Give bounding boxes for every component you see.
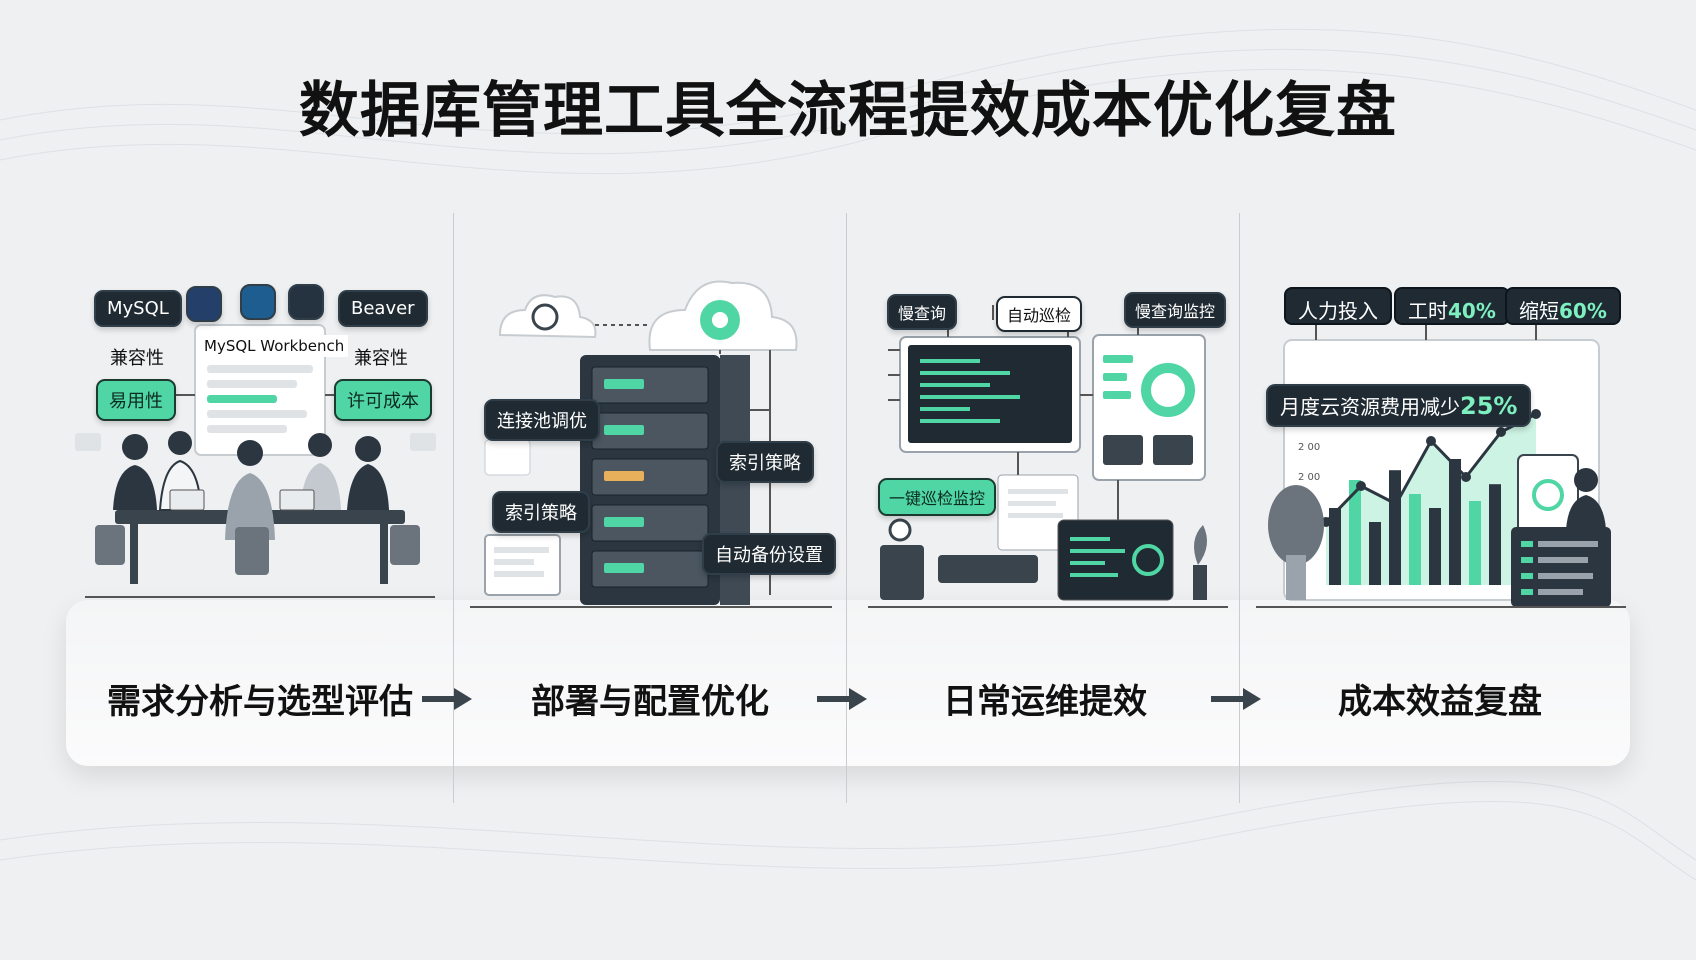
stage-1-illustration bbox=[75, 265, 445, 610]
tag-connection-pool: 连接池调优 bbox=[484, 399, 600, 441]
tag-one-click-monitor: 一键巡检监控 bbox=[878, 478, 997, 516]
mysql-logo: MySQL bbox=[94, 290, 182, 327]
stage-label-operations: 日常运维提效 bbox=[943, 682, 1147, 722]
cube-icon bbox=[288, 284, 324, 320]
chart-bar bbox=[1409, 494, 1421, 585]
chart-bar bbox=[1389, 470, 1401, 585]
divider bbox=[846, 213, 847, 803]
y-tick-label: 2 00 bbox=[1298, 472, 1320, 483]
chart-bar bbox=[1329, 508, 1341, 585]
kpi-shortened: 缩短60% bbox=[1505, 287, 1621, 325]
trend-point bbox=[1356, 481, 1366, 491]
chart-bar bbox=[1429, 508, 1441, 585]
chart-bar bbox=[1369, 522, 1381, 585]
kpi-work-hours: 工时40% bbox=[1394, 287, 1510, 325]
trend-point bbox=[1391, 499, 1401, 509]
trend-point bbox=[1531, 409, 1541, 419]
stage-label-cost-review: 成本效益复盘 bbox=[1338, 682, 1542, 722]
dolphin-icon bbox=[186, 286, 222, 322]
tag-license-cost: 许可成本 bbox=[334, 379, 432, 421]
tag-index-strategy-right: 索引策略 bbox=[716, 441, 814, 483]
beaver-logo: Beaver bbox=[338, 290, 428, 327]
trend-point bbox=[1461, 472, 1471, 482]
tag-index-strategy-left: 索引策略 bbox=[492, 491, 590, 533]
tag-auto-backup: 自动备份设置 bbox=[702, 533, 836, 575]
stage-label-requirements: 需求分析与选型评估 bbox=[107, 682, 413, 722]
kpi-accent: 60% bbox=[1559, 299, 1607, 323]
kpi-text: 工时 bbox=[1408, 299, 1448, 323]
arrow-right-icon bbox=[817, 688, 867, 710]
headline-cost-reduction: 月度云资源费用减少25% bbox=[1266, 384, 1532, 427]
page-title: 数据库管理工具全流程提效成本优化复盘 bbox=[299, 76, 1397, 146]
divider bbox=[1239, 213, 1240, 803]
tag-usability: 易用性 bbox=[96, 379, 176, 421]
trend-point bbox=[1496, 427, 1506, 437]
chart-bar bbox=[1449, 459, 1461, 585]
workbench-label: MySQL Workbench bbox=[200, 335, 349, 357]
stage-label-deployment: 部署与配置优化 bbox=[531, 682, 769, 722]
headline-accent: 25% bbox=[1460, 392, 1518, 420]
tag-compatibility-right: 兼容性 bbox=[354, 348, 408, 369]
kpi-labor-input: 人力投入 bbox=[1284, 287, 1392, 325]
chart-bar bbox=[1469, 501, 1481, 585]
stage-3-illustration bbox=[868, 265, 1228, 610]
chart-bar bbox=[1489, 484, 1501, 585]
tag-compatibility-left: 兼容性 bbox=[110, 348, 164, 369]
y-tick-label: 2 00 bbox=[1298, 442, 1320, 453]
workbench-icon bbox=[240, 284, 276, 320]
kpi-accent: 40% bbox=[1448, 299, 1496, 323]
ops-dashboard-scene bbox=[868, 305, 1228, 608]
team-meeting-scene bbox=[75, 324, 436, 598]
kpi-text: 人力投入 bbox=[1298, 299, 1378, 323]
arrow-right-icon bbox=[422, 688, 472, 710]
kpi-text: 缩短 bbox=[1519, 299, 1559, 323]
trend-point bbox=[1426, 436, 1436, 446]
tag-slow-query: 慢查询 bbox=[887, 294, 958, 330]
divider bbox=[453, 213, 454, 803]
chart-bar bbox=[1349, 480, 1361, 585]
tag-auto-inspection: 自动巡检 bbox=[996, 296, 1083, 332]
headline-text: 月度云资源费用减少 bbox=[1280, 395, 1460, 419]
tag-slow-query-monitor: 慢查询监控 bbox=[1124, 292, 1227, 328]
stage-label-card bbox=[66, 600, 1630, 766]
arrow-right-icon bbox=[1211, 688, 1261, 710]
